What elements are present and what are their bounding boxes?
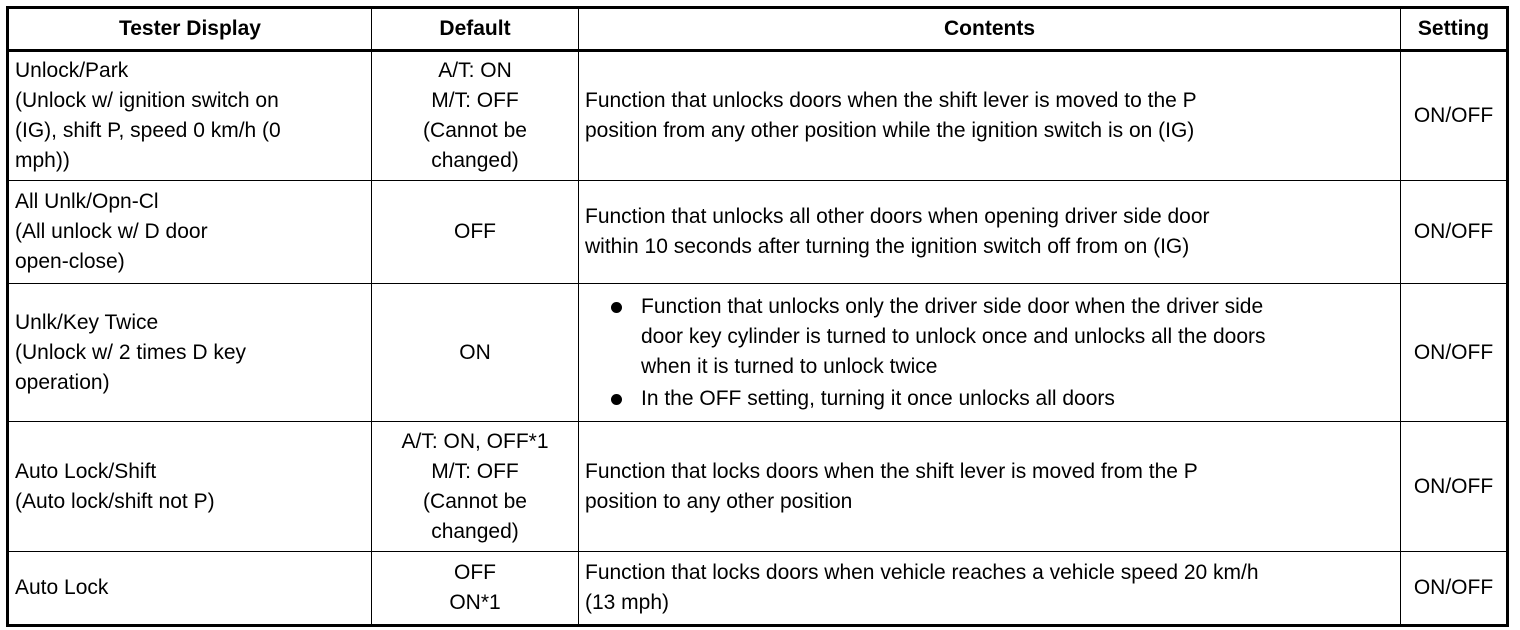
default-text: M/T: OFF [431,459,519,483]
header-tester-display: Tester Display [7,7,372,51]
tester-display-text: mph)) [15,149,70,172]
table-row: Unlock/Park (Unlock w/ ignition switch o… [7,50,1508,181]
default-cell: OFF ON*1 [371,551,579,626]
tester-display-text: Auto Lock [15,576,109,599]
tester-display-cell: Unlock/Park (Unlock w/ ignition switch o… [7,50,372,181]
table-row: All Unlk/Opn-Cl (All unlock w/ D door op… [7,180,1508,284]
tester-display-text: (Auto lock/shift not P) [15,489,215,513]
contents-cell: Function that unlocks all other doors wh… [578,180,1401,284]
tester-display-cell: Auto Lock/Shift (Auto lock/shift not P) [7,421,372,552]
default-cell: A/T: ON, OFF*1 M/T: OFF (Cannot be chang… [371,421,579,552]
contents-text: position to any other position [585,489,853,513]
header-contents: Contents [578,7,1401,51]
setting-cell: ON/OFF [1400,283,1508,422]
tester-display-text: (IG), shift P, speed 0 km/h (0 [15,119,281,142]
default-text: changed) [431,149,519,172]
bullet-text: In the OFF setting, turning it once unlo… [641,386,1115,410]
bullet-icon [611,301,622,313]
bullet-item: In the OFF setting, turning it once unlo… [611,384,1394,414]
bullet-icon [611,393,622,405]
bullet-text: Function that unlocks only the driver si… [641,294,1264,318]
bullet-item: Function that unlocks only the driver si… [611,292,1394,382]
tester-display-cell: All Unlk/Opn-Cl (All unlock w/ D door op… [7,180,372,284]
table-row: Auto Lock OFF ON*1 Function that locks d… [7,551,1508,626]
bullet-text: when it is turned to unlock twice [641,354,938,378]
default-text: A/T: ON, OFF*1 [401,429,549,453]
contents-cell: Function that locks doors when vehicle r… [578,551,1401,626]
customize-settings-table: Tester Display Default Contents Setting … [6,6,1509,627]
default-text: OFF [454,220,496,243]
setting-cell: ON/OFF [1400,180,1508,284]
default-text: OFF [454,561,496,584]
contents-text: Function that locks doors when vehicle r… [585,561,1259,584]
contents-text: Function that unlocks all other doors wh… [585,205,1210,228]
header-setting: Setting [1400,7,1508,51]
default-text: (Cannot be [423,489,527,513]
default-cell: ON [371,283,579,422]
bullet-text: door key cylinder is turned to unlock on… [641,324,1266,348]
tester-display-text: All Unlk/Opn-Cl [15,190,159,213]
setting-cell: ON/OFF [1400,50,1508,181]
header-default: Default [371,7,579,51]
default-text: ON [459,340,491,364]
contents-text: within 10 seconds after turning the igni… [585,235,1190,258]
default-text: ON*1 [449,591,501,614]
contents-cell: Function that locks doors when the shift… [578,421,1401,552]
contents-text: Function that locks doors when the shift… [585,459,1198,483]
default-text: M/T: OFF [431,89,519,112]
default-text: changed) [431,519,519,543]
header-row: Tester Display Default Contents Setting [7,7,1508,51]
tester-display-cell: Auto Lock [7,551,372,626]
contents-text: position from any other position while t… [585,119,1195,142]
contents-cell: Function that unlocks only the driver si… [578,283,1401,422]
default-cell: OFF [371,180,579,284]
tester-display-text: operation) [15,370,110,394]
table-row: Auto Lock/Shift (Auto lock/shift not P) … [7,421,1508,552]
tester-display-text: (Unlock w/ ignition switch on [15,89,279,112]
default-cell: A/T: ON M/T: OFF (Cannot be changed) [371,50,579,181]
default-text: A/T: ON [438,59,512,82]
default-text: (Cannot be [423,119,527,142]
tester-display-text: (Unlock w/ 2 times D key [15,340,247,364]
contents-text: Function that unlocks doors when the shi… [585,89,1197,112]
tester-display-text: open-close) [15,250,125,273]
bullet-list: Function that unlocks only the driver si… [585,292,1394,414]
setting-cell: ON/OFF [1400,421,1508,552]
tester-display-text: (All unlock w/ D door [15,220,208,243]
contents-cell: Function that unlocks doors when the shi… [578,50,1401,181]
contents-text: (13 mph) [585,591,670,614]
tester-display-text: Unlk/Key Twice [15,310,159,334]
table-row: Unlk/Key Twice (Unlock w/ 2 times D key … [7,283,1508,422]
tester-display-text: Unlock/Park [15,59,129,82]
tester-display-text: Auto Lock/Shift [15,459,157,483]
tester-display-cell: Unlk/Key Twice (Unlock w/ 2 times D key … [7,283,372,422]
setting-cell: ON/OFF [1400,551,1508,626]
